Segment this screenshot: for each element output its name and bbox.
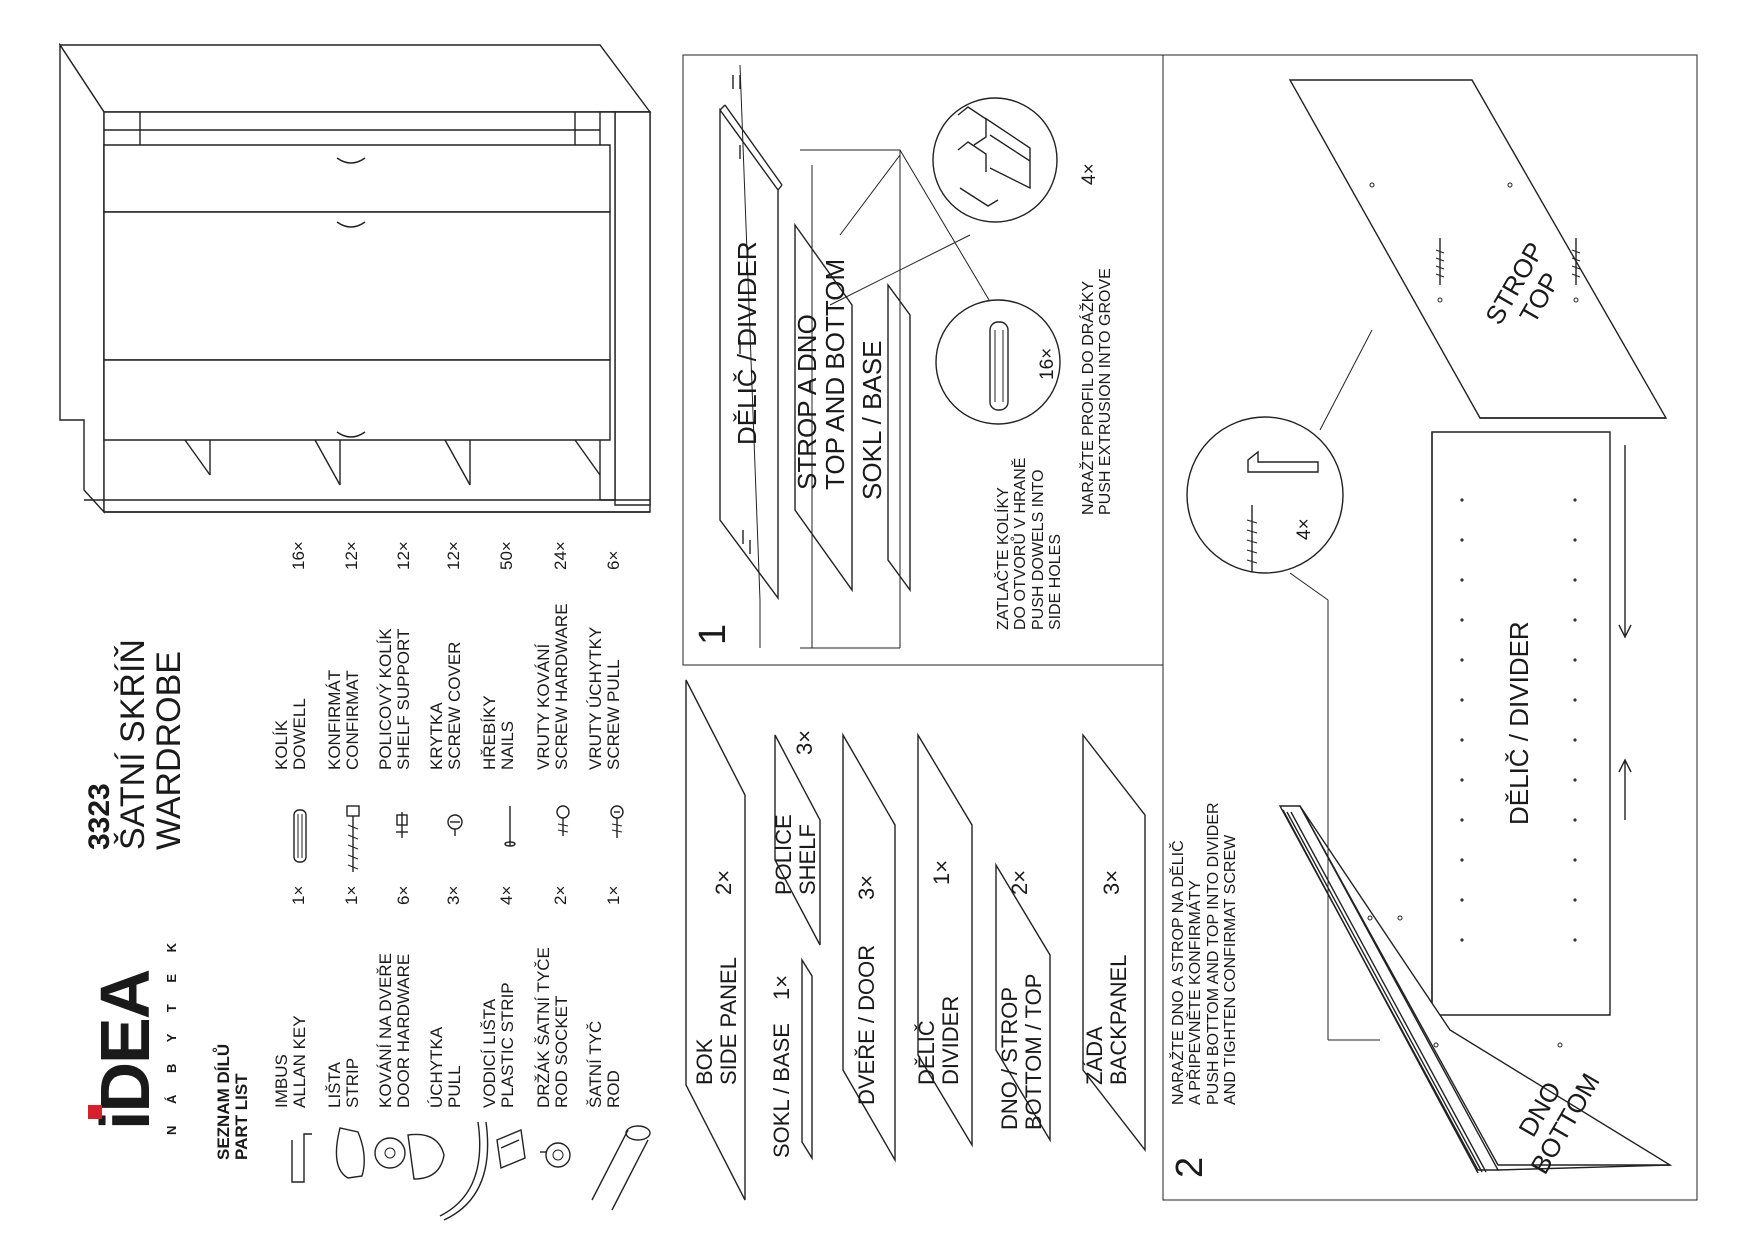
step1-dowel-note: ZATLAČTE KOLÍKY DO OTVORŮ V HRANĚ PUSH D… bbox=[995, 457, 1064, 630]
step2-key-count: 4× bbox=[1294, 518, 1315, 540]
divider-dots bbox=[1460, 498, 1577, 942]
step1-dowel-count: 16× bbox=[1037, 347, 1058, 380]
part-qty: 50× bbox=[497, 541, 516, 570]
logo-tagline: N Á B Y T E K bbox=[164, 933, 179, 1135]
panel-qty: 1× bbox=[929, 859, 954, 885]
step2-frame bbox=[1162, 54, 1698, 1201]
panel-shapes bbox=[685, 679, 1146, 1201]
panel-qty: 3× bbox=[792, 729, 817, 755]
part-qty: 1× bbox=[604, 885, 623, 905]
rod-icon bbox=[591, 1125, 651, 1211]
step1-number: 1 bbox=[692, 623, 734, 645]
panel-qty: 3× bbox=[854, 874, 879, 900]
step2-note: NARAŽTE DNO A STROP NA DĚLIČ A PŘIPEVNĚT… bbox=[1170, 802, 1239, 1105]
part-qty: 12× bbox=[342, 541, 361, 570]
screw-cover-icon bbox=[447, 814, 463, 836]
part-list-title: SEZNAM DÍLŮ PART LIST bbox=[214, 1043, 252, 1160]
allen-key-icon bbox=[291, 1133, 312, 1183]
product-name-cz: ŠATNÍ SKŘÍŇ bbox=[114, 639, 153, 850]
part-qty: 6× bbox=[604, 550, 623, 570]
pull-screw-icon bbox=[610, 805, 624, 838]
step1-assembly-drawing bbox=[719, 64, 1061, 649]
shelf-support-icon bbox=[396, 812, 408, 838]
step1-profile-note: NARAŽTE PROFIL DO DRÁŽKY PUSH EXTRUSION … bbox=[1080, 268, 1115, 515]
step2-number: 2 bbox=[1169, 1156, 1211, 1178]
hardware-screw-icon bbox=[556, 805, 570, 836]
part-list-title-cz: SEZNAM DÍLŮ bbox=[214, 1043, 233, 1160]
nail-icon bbox=[504, 806, 516, 847]
part-qty: 4× bbox=[497, 885, 516, 905]
part-qty: 16× bbox=[289, 541, 308, 570]
step1-top-bottom-label: STROP A DNO TOP AND BOTTOM bbox=[792, 258, 851, 490]
part-qty: 1× bbox=[289, 885, 308, 905]
confirmat-screw-icon bbox=[346, 805, 360, 872]
wardrobe-illustration bbox=[58, 42, 652, 514]
part-qty: 3× bbox=[444, 885, 463, 905]
step2-divider-label: DĚLIČ / DIVIDER bbox=[1504, 621, 1534, 825]
part-qty: 12× bbox=[394, 541, 413, 570]
part-qty: 1× bbox=[342, 885, 361, 905]
product-name-en: WARDROBE bbox=[150, 651, 189, 850]
part-qty: 6× bbox=[394, 885, 413, 905]
pull-handle-icon bbox=[439, 1121, 489, 1221]
part-list-title-en: PART LIST bbox=[232, 1073, 252, 1160]
panel-qty: 3× bbox=[1099, 869, 1124, 895]
part-qty: 24× bbox=[551, 541, 570, 570]
step1-divider-label: DĚLIČ / DIVIDER bbox=[732, 241, 762, 445]
panel-qty: 2× bbox=[711, 869, 736, 895]
step2-assembly-drawing bbox=[1186, 79, 1673, 1174]
part-qty: 2× bbox=[551, 885, 570, 905]
rod-socket-icon bbox=[540, 1142, 571, 1168]
door-hinge-icon bbox=[374, 1133, 445, 1180]
product-code: 3323 bbox=[83, 783, 116, 850]
panel-base-label: SOKL / BASE bbox=[769, 1023, 794, 1158]
product-title: 3323 ŠATNÍ SKŘÍŇ WARDROBE bbox=[83, 639, 189, 850]
dowel-icon bbox=[293, 809, 307, 863]
panel-qty: 1× bbox=[769, 974, 794, 1000]
strip-icon bbox=[335, 1127, 365, 1179]
plastic-strip-icon bbox=[496, 1129, 526, 1169]
panel-door-label: DVEŘE / DOOR bbox=[854, 944, 879, 1105]
logo-accent bbox=[88, 1105, 102, 1119]
step1-base-label: SOKL / BASE bbox=[857, 340, 887, 500]
part-qty: 12× bbox=[444, 541, 463, 570]
step1-profile-count: 4× bbox=[1079, 163, 1100, 185]
panel-qty: 2× bbox=[1007, 869, 1032, 895]
